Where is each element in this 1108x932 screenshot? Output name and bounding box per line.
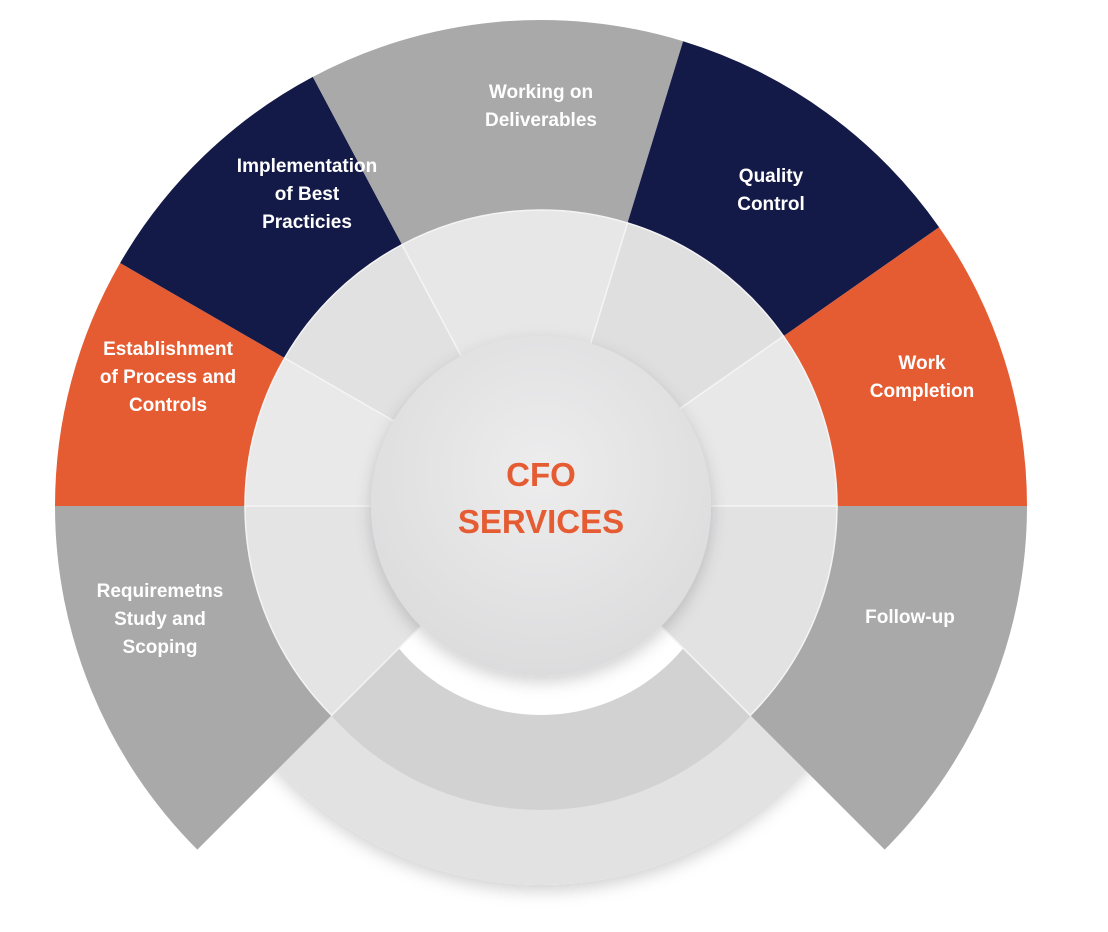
- segment-quality: [627, 41, 940, 337]
- label-establishment-line-1: Establishment: [103, 339, 234, 360]
- label-followup: Follow-up: [865, 607, 955, 628]
- label-deliverables-line-1: Working on: [489, 82, 593, 103]
- center-title-line1: CFO: [506, 456, 576, 493]
- label-deliverables-line-2: Deliverables: [485, 110, 597, 131]
- center-hub: [371, 336, 711, 676]
- segment-requirements: [55, 506, 332, 850]
- label-quality-line-1: Quality: [739, 166, 804, 187]
- segment-followup: [750, 506, 1027, 850]
- segment-implementation: [120, 76, 403, 359]
- label-requirements-line-3: Scoping: [123, 637, 198, 658]
- label-completion-line-2: Completion: [870, 381, 975, 402]
- label-establishment-line-3: Controls: [129, 395, 207, 416]
- segment-establishment: [54, 263, 285, 506]
- label-establishment-line-2: of Process and: [100, 367, 236, 388]
- label-deliverables: Working on Deliverables: [485, 82, 597, 131]
- segment-deliverables: [312, 20, 684, 245]
- label-implementation-line-2: of Best: [275, 184, 340, 205]
- label-requirements-line-2: Study and: [114, 609, 206, 630]
- label-implementation-line-1: Implementation: [237, 156, 377, 177]
- center-title-line2: SERVICES: [458, 503, 624, 540]
- outer-segments: [54, 20, 1027, 850]
- label-quality-line-2: Control: [737, 194, 805, 215]
- segment-completion: [783, 227, 1027, 506]
- label-followup-line-1: Follow-up: [865, 607, 955, 628]
- label-completion-line-1: Work: [898, 353, 946, 374]
- label-implementation-line-3: Practicies: [262, 212, 352, 233]
- label-requirements-line-1: Requiremetns: [97, 581, 224, 602]
